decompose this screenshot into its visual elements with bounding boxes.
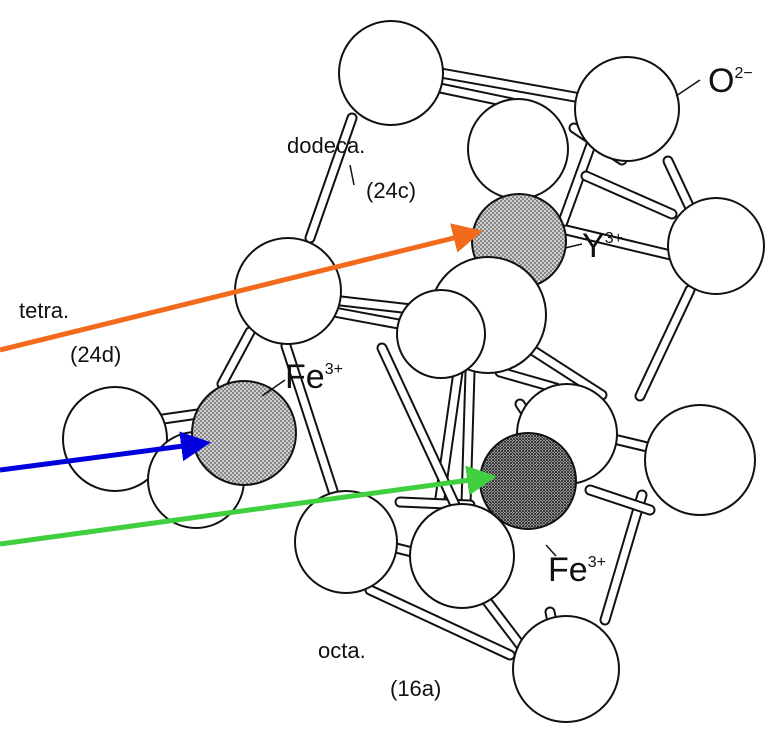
- bond-rod-fill: [330, 308, 408, 329]
- bond-rod-fill: [462, 368, 474, 508]
- bond-rod-fill: [282, 342, 338, 498]
- bond-rod-fill: [306, 114, 356, 242]
- dodeca-leader-line: [349, 164, 355, 186]
- bond-rod-fill: [522, 342, 606, 399]
- label-layer: O2− dodeca. (24c) Y3+ tetra. (24d) Fe3+ …: [19, 62, 753, 701]
- oxygen-label: O2−: [708, 62, 753, 100]
- iron-tetra-label: Fe3+: [285, 358, 343, 396]
- bond-rod-fill: [636, 286, 694, 400]
- oxygen-atom: [512, 615, 620, 723]
- tetra-label: tetra.: [19, 298, 69, 323]
- oxygen-atom: [338, 20, 444, 126]
- yttrium-leader-line: [564, 243, 583, 249]
- bond-rod-fill: [431, 68, 579, 101]
- bond-rod-fill: [496, 368, 560, 392]
- dodeca-label: dodeca.: [287, 133, 365, 158]
- bond-rod-fill: [366, 586, 514, 659]
- iron-tetra-leader-line: [261, 379, 286, 397]
- bond-rod-fill: [601, 491, 646, 624]
- octa-label: octa.: [318, 638, 366, 663]
- tetrahedral-arrow: [0, 431, 211, 473]
- oxygen-atom: [644, 404, 756, 516]
- oxygen-atom: [667, 197, 765, 295]
- dodeca-site-label: (24c): [366, 178, 416, 203]
- oxygen-atom: [409, 503, 515, 609]
- bond-rod-fill: [482, 596, 528, 654]
- bond-rod-fill: [582, 172, 676, 218]
- oxygen-atom: [234, 237, 342, 345]
- oxygen-atom: [396, 289, 486, 379]
- iron-tetrahedral-atom: [191, 380, 297, 486]
- iron-octa-label: Fe3+: [548, 551, 606, 589]
- oxygen-atom: [294, 490, 398, 594]
- oxygen-atom: [574, 56, 680, 162]
- bond-rod-fill: [586, 486, 654, 514]
- bond-rod-fill: [378, 344, 466, 524]
- arrow-layer: [0, 223, 497, 547]
- tetra-site-label: (24d): [70, 342, 121, 367]
- bond-rod-fill: [436, 84, 516, 107]
- oxygen-leader-line: [675, 79, 701, 97]
- octa-site-label: (16a): [390, 676, 441, 701]
- atom-layer: [62, 20, 765, 723]
- yttrium-label: Y3+: [582, 227, 623, 265]
- bond-rod-fill: [218, 328, 254, 388]
- oxygen-atom: [467, 98, 569, 200]
- iron-octa-leader-line: [545, 544, 557, 557]
- dodecahedral-arrow: [0, 223, 483, 353]
- oxygen-atom: [62, 386, 168, 492]
- bond-rod-fill: [664, 157, 694, 212]
- octahedral-arrow: [0, 465, 497, 547]
